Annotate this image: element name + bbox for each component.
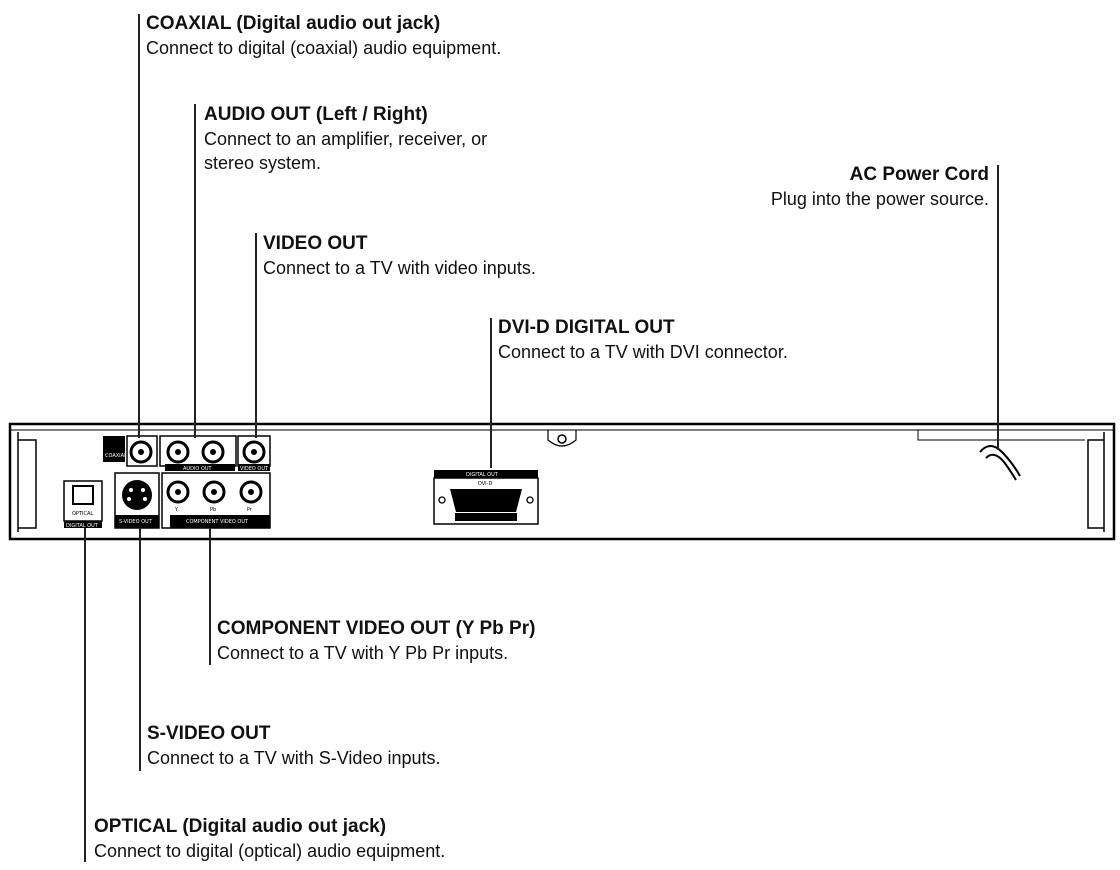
dvi-title: DVI-D DIGITAL OUT (498, 317, 675, 338)
coaxial-desc: Connect to digital (coaxial) audio equip… (146, 38, 502, 58)
component-desc: Connect to a TV with Y Pb Pr inputs. (217, 643, 509, 663)
optical-jack-icon (72, 485, 94, 505)
coaxial-label-plate (103, 436, 125, 462)
component-pb-label: Pb (210, 507, 216, 513)
callout-ac-power: AC Power Cord Plug into the power source… (771, 163, 989, 211)
svideo-pin-4 (143, 497, 147, 501)
optical-label-plate (64, 521, 102, 528)
right-bracket (1087, 432, 1105, 532)
component-title: COMPONENT VIDEO OUT (Y Pb Pr) (217, 618, 536, 639)
video-out-jack-center (251, 449, 257, 455)
dvi-sub-plate (455, 513, 517, 521)
dvi-desc: Connect to a TV with DVI connector. (498, 342, 788, 362)
audio-out-label-plate (165, 464, 235, 471)
component-pb-jack-center (211, 489, 217, 495)
component-leader-line (209, 528, 211, 665)
svideo-desc: Connect to a TV with S-Video inputs. (147, 748, 441, 768)
screw-mount (547, 430, 577, 447)
dvi-screw-right-icon (526, 496, 534, 504)
video-out-leader-line (255, 233, 257, 438)
callout-video-out: VIDEO OUT Connect to a TV with video inp… (263, 232, 536, 280)
optical-leader-line (84, 528, 86, 862)
video-out-title: VIDEO OUT (263, 233, 368, 254)
audio-right-jack-center (210, 449, 216, 455)
ac-power-title: AC Power Cord (849, 164, 989, 185)
callout-audio-out: AUDIO OUT (Left / Right) Connect to an a… (204, 103, 487, 175)
dvi-header-label: DIGITAL OUT (466, 472, 499, 478)
left-bracket (17, 432, 37, 532)
callout-svideo: S-VIDEO OUT Connect to a TV with S-Video… (147, 722, 441, 770)
coaxial-jack-center (138, 449, 144, 455)
video-out-panel-label: VIDEO OUT (240, 466, 269, 472)
svideo-pin-3 (127, 497, 131, 501)
coaxial-title: COAXIAL (Digital audio out jack) (146, 13, 441, 34)
svideo-label-plate (115, 515, 159, 528)
optical-panel-label: OPTICAL (72, 511, 93, 517)
dvi-screw-left-icon (438, 496, 446, 504)
coaxial-leader-line (138, 14, 140, 438)
dvi-leader-line (490, 318, 492, 468)
audio-out-desc-line1: Connect to an amplifier, receiver, or (204, 129, 488, 149)
component-panel-label: COMPONENT VIDEO OUT (186, 519, 249, 525)
video-out-desc: Connect to a TV with video inputs. (263, 258, 536, 278)
ac-power-leader-line (997, 165, 999, 450)
callout-optical: OPTICAL (Digital audio out jack) Connect… (94, 815, 445, 863)
callout-dvi: DVI-D DIGITAL OUT Connect to a TV with D… (498, 316, 788, 364)
callout-component: COMPONENT VIDEO OUT (Y Pb Pr) Connect to… (217, 617, 535, 665)
component-y-label: Y (174, 507, 179, 513)
cord-recess (917, 430, 1085, 441)
component-label-plate (170, 515, 270, 528)
audio-out-desc-line2: stereo system. (204, 153, 322, 173)
dvi-connector-icon (450, 489, 522, 512)
component-y-jack-center (175, 489, 181, 495)
svideo-jack-icon (122, 480, 152, 510)
svideo-panel-label: S-VIDEO OUT (119, 519, 153, 525)
video-out-label-plate (238, 464, 270, 471)
coaxial-panel-label: COAXIAL (105, 453, 127, 459)
audio-left-jack-center (175, 449, 181, 455)
svideo-pin-2 (141, 488, 145, 492)
optical-desc: Connect to digital (optical) audio equip… (94, 841, 446, 861)
svideo-pin-1 (129, 488, 133, 492)
dvi-label-plate (434, 470, 538, 478)
callout-coaxial: COAXIAL (Digital audio out jack) Connect… (146, 12, 501, 60)
audio-out-panel-label: AUDIO OUT (183, 466, 213, 472)
optical-digital-out-label: DIGITAL OUT (66, 523, 99, 529)
svideo-title: S-VIDEO OUT (147, 723, 271, 744)
ac-power-desc: Plug into the power source. (770, 189, 989, 209)
power-cord-outline (985, 453, 1017, 481)
screw-icon (557, 434, 567, 444)
svideo-leader-line (139, 528, 141, 771)
component-pr-jack-center (248, 489, 254, 495)
audio-out-title: AUDIO OUT (Left / Right) (204, 104, 428, 125)
power-cord-icon (979, 445, 1021, 477)
dvi-sub-label: DVI-D (478, 481, 492, 487)
optical-title: OPTICAL (Digital audio out jack) (94, 816, 387, 837)
audio-out-leader-line (194, 104, 196, 438)
component-pr-label: Pr (247, 507, 253, 513)
